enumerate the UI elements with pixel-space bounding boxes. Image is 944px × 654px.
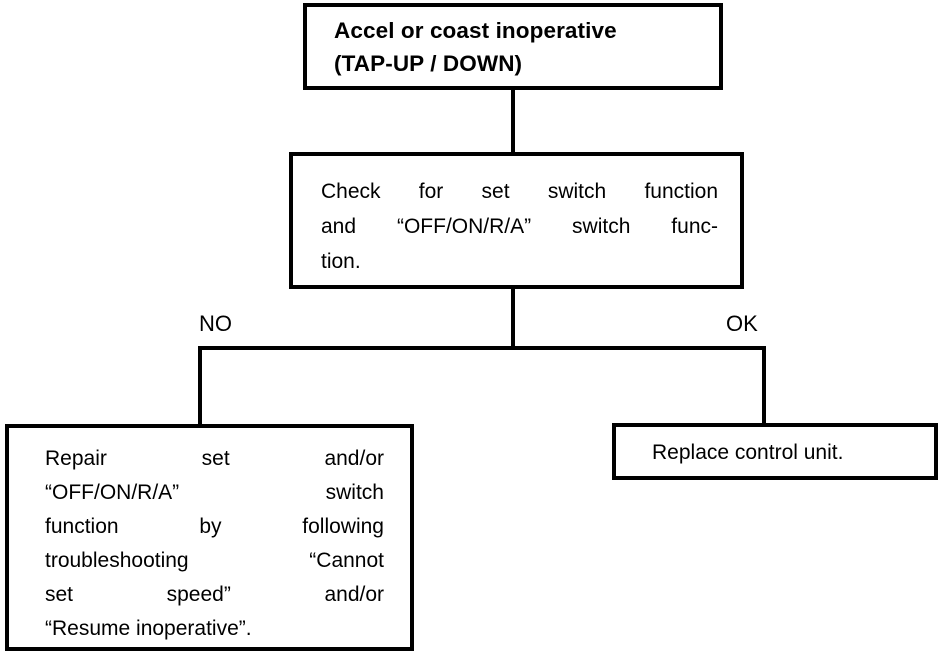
node-check-text: Check for set switch function and “OFF/ON… — [321, 174, 718, 279]
node-check-line-3: tion. — [321, 250, 361, 273]
node-replace-text: Replace control unit. — [652, 441, 844, 464]
branch-label-ok: OK — [726, 311, 758, 336]
node-start-text: Accel or coast inoperative (TAP-UP / DOW… — [334, 18, 617, 76]
node-check: Check for set switch function and “OFF/ON… — [289, 152, 744, 289]
node-start: Accel or coast inoperative (TAP-UP / DOW… — [303, 3, 723, 90]
node-repair-line-1: Repair set and/or — [45, 447, 384, 470]
node-repair-line-4: troubleshooting “Cannot — [45, 549, 384, 572]
node-repair-line-5: set speed” and/or — [45, 583, 384, 606]
branch-label-no: NO — [199, 311, 232, 336]
node-check-body: Check for set switch function and “OFF/ON… — [293, 156, 740, 285]
node-repair-text: Repair set and/or “OFF/ON/R/A” switch func… — [45, 442, 384, 646]
node-repair-body: Repair set and/or “OFF/ON/R/A” switch func… — [9, 428, 410, 647]
node-repair-line-2: “OFF/ON/R/A” switch — [45, 481, 384, 504]
node-replace-body: Replace control unit. — [616, 427, 934, 476]
node-replace: Replace control unit. — [612, 423, 938, 480]
node-repair: Repair set and/or “OFF/ON/R/A” switch func… — [5, 424, 414, 651]
node-check-line-1: Check for set switch function — [321, 180, 718, 203]
node-repair-line-3: function by following — [45, 515, 384, 538]
node-repair-line-6: “Resume inoperative”. — [45, 617, 252, 640]
node-check-line-2: and “OFF/ON/R/A” switch func- — [321, 215, 718, 238]
node-start-body: Accel or coast inoperative (TAP-UP / DOW… — [307, 7, 719, 86]
